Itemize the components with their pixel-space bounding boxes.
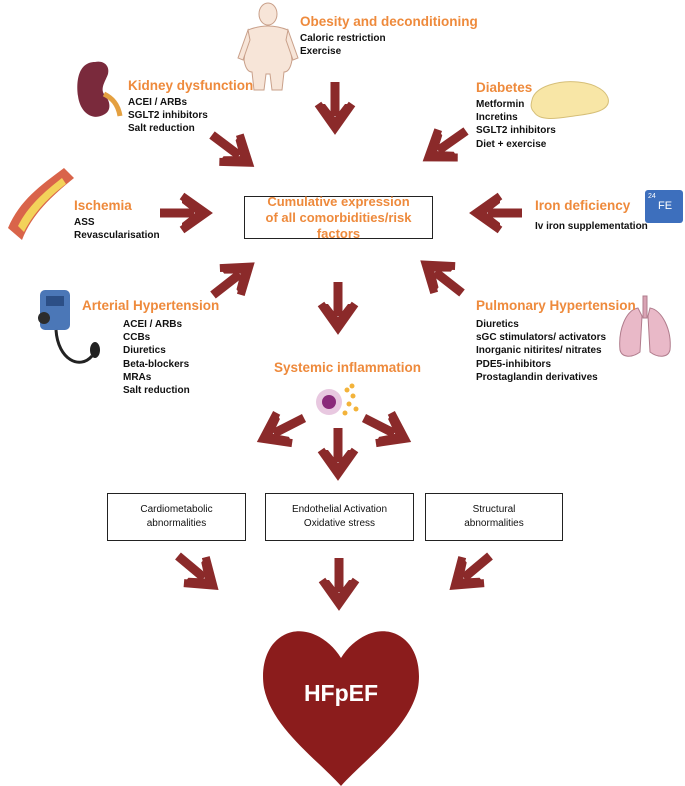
kidney-icon: [77, 61, 123, 117]
arterial-hypertension-title: Arterial Hypertension: [82, 298, 220, 313]
ischemia-node: Ischemia ASS Revascularisation: [74, 198, 160, 242]
kidney-list: ACEI / ARBs SGLT2 inhibitors Salt reduct…: [128, 96, 253, 136]
iron-atomic-number: 24: [648, 193, 656, 200]
list-item: Diet + exercise: [476, 138, 547, 150]
list-item: sGC stimulators/ activators: [476, 332, 607, 344]
kidney-node: Kidney dysfunction ACEI / ARBs SGLT2 inh…: [128, 78, 253, 136]
list-item: ASS: [74, 217, 95, 228]
cumulative-expression-text: Cumulative expression of all comorbiditi…: [265, 193, 412, 241]
diabetes-node: Diabetes Metformin Incretins SGLT2 inhib…: [476, 80, 556, 151]
list-item: Caloric restriction: [300, 33, 386, 44]
arrow-obesity: [318, 82, 352, 128]
endothelial-box: Endothelial Activation Oxidative stress: [265, 493, 414, 541]
kidney-title: Kidney dysfunction: [128, 78, 254, 93]
list-item: Metformin: [476, 99, 525, 110]
systemic-inflammation-title: Systemic inflammation: [274, 360, 422, 375]
arrow-to-endo: [321, 428, 355, 474]
list-item: MRAs: [123, 371, 152, 383]
arrow-ischemia: [160, 196, 206, 230]
pulmonary-hypertension-title: Pulmonary Hypertension: [476, 298, 636, 313]
list-item: Incretins: [476, 112, 518, 124]
structural-text: Structural abnormalities: [464, 504, 524, 529]
arrow-iron: [476, 196, 522, 230]
arrow-cardio-to-heart: [167, 543, 224, 599]
blood-pressure-cuff-icon: [38, 290, 100, 364]
list-item: PDE5-inhibitors: [476, 358, 552, 370]
cardiometabolic-text: Cardiometabolic abnormalities: [140, 504, 213, 529]
list-item: Revascularisation: [74, 230, 160, 242]
iron-symbol: FE: [657, 200, 673, 212]
iron-list: Iv iron supplementation: [535, 220, 648, 233]
obesity-node: Obesity and deconditioning Caloric restr…: [300, 14, 478, 58]
ischemia-title: Ischemia: [74, 198, 132, 213]
arrow-pulmonary: [415, 251, 472, 306]
list-item: Diuretics: [476, 319, 519, 330]
person-icon: [237, 2, 299, 91]
pancreas-icon: [530, 81, 609, 119]
iron-node: Iron deficiency Iv iron supplementation: [535, 198, 648, 233]
heart-icon: [263, 631, 419, 786]
arrow-structural-to-heart: [444, 543, 501, 599]
endothelial-text: Endothelial Activation Oxidative stress: [291, 504, 388, 529]
arterial-hypertension-node: Arterial Hypertension ACEI / ARBs CCBs D…: [82, 298, 219, 397]
inflammatory-cell-icon: [316, 383, 359, 416]
systemic-inflammation-node: Systemic inflammation: [274, 360, 421, 375]
cardiometabolic-box: Cardiometabolic abnormalities: [107, 493, 246, 541]
list-item: Salt reduction: [123, 385, 190, 397]
list-item: Inorganic nitirites/ nitrates: [476, 345, 602, 357]
list-item: Iv iron supplementation: [535, 221, 648, 232]
list-item: SGLT2 inhibitors: [128, 110, 208, 122]
arrow-to-cardio: [255, 403, 311, 454]
cumulative-expression-box: Cumulative expression of all comorbiditi…: [244, 193, 433, 241]
obesity-list: Caloric restriction Exercise: [300, 32, 478, 58]
diabetes-list: Metformin Incretins SGLT2 inhibitors Die…: [476, 98, 556, 151]
list-item: Salt reduction: [128, 123, 195, 135]
hfpef-label: HFpEF: [303, 680, 379, 706]
list-item: Diuretics: [123, 345, 166, 357]
pulmonary-hypertension-list: Diuretics sGC stimulators/ activators In…: [476, 318, 636, 384]
list-item: Beta-blockers: [123, 358, 190, 370]
list-item: CCBs: [123, 332, 151, 344]
pulmonary-hypertension-node: Pulmonary Hypertension Diuretics sGC sti…: [476, 298, 636, 384]
artery-icon: [8, 168, 74, 240]
list-item: SGLT2 inhibitors: [476, 125, 556, 137]
list-item: Exercise: [300, 46, 342, 58]
arrow-endo-to-heart: [322, 558, 356, 604]
list-item: Prostaglandin derivatives: [476, 371, 598, 383]
arrow-to-structural: [356, 403, 412, 454]
arrow-diabetes: [419, 117, 476, 171]
iron-element-icon: [645, 190, 683, 223]
list-item: ACEI / ARBs: [128, 97, 188, 108]
diabetes-title: Diabetes: [476, 80, 533, 95]
ischemia-list: ASS Revascularisation: [74, 216, 160, 242]
lungs-icon: [619, 295, 671, 357]
arterial-hypertension-list: ACEI / ARBs CCBs Diuretics Beta-blockers…: [123, 318, 219, 397]
arrow-to-inflammation: [321, 282, 355, 328]
structural-box: Structural abnormalities: [425, 493, 563, 541]
iron-title: Iron deficiency: [535, 198, 631, 213]
list-item: ACEI / ARBs: [123, 319, 183, 330]
obesity-title: Obesity and deconditioning: [300, 14, 478, 29]
